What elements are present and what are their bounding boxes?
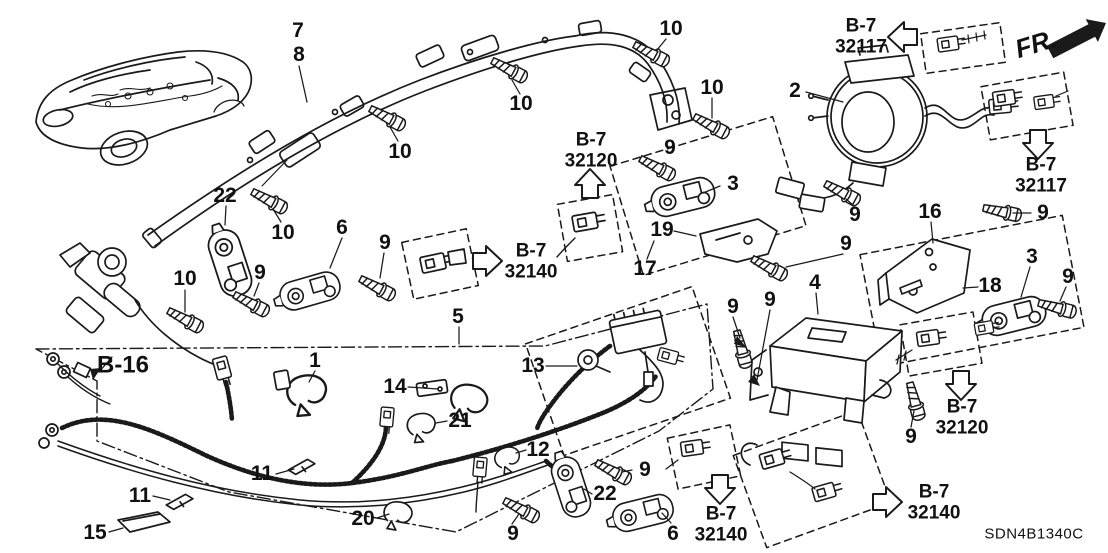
b16-leader: [98, 356, 113, 373]
clock-spring: [774, 44, 1020, 213]
curtain-airbag-rail: [141, 19, 693, 249]
pointer-arrows: [90, 336, 760, 386]
impact-sensors: [201, 173, 1050, 537]
harness-connector-cluster-13: [577, 307, 686, 403]
harness-clips: [117, 369, 525, 534]
floor-harness-zone: [35, 303, 714, 533]
fr-direction-arrow: [1046, 19, 1106, 59]
dashed-reference-boxes: [400, 21, 1085, 549]
floor-harness-runs: [38, 343, 659, 513]
srs-unit: [749, 317, 903, 468]
reference-connectors: [418, 30, 1069, 503]
leader-lines: [108, 38, 1067, 533]
seat-belt-tensioner: [59, 242, 235, 389]
car-sketch: [35, 50, 253, 166]
